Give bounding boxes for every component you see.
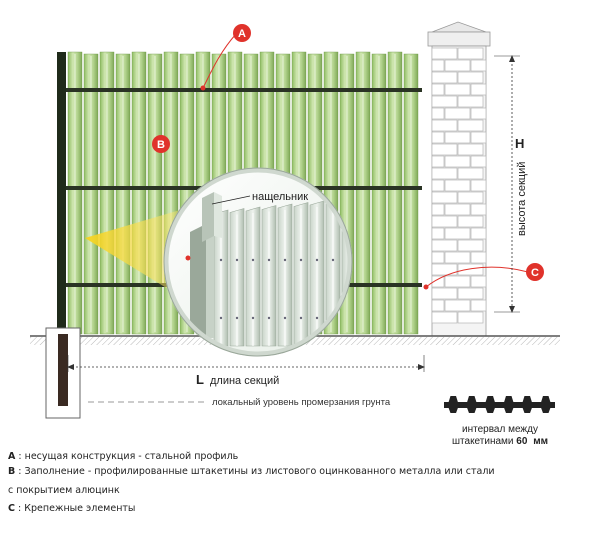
interval-prefix: штакетинами bbox=[452, 436, 513, 447]
length-text: длина секций bbox=[210, 375, 279, 387]
legend-text: с покрытием алюцинк bbox=[8, 485, 120, 496]
marker-b-label: B bbox=[157, 139, 165, 151]
top-rail bbox=[60, 88, 422, 92]
picket-profile bbox=[444, 396, 555, 413]
left-post bbox=[57, 52, 66, 334]
legend-text: : Заполнение - профилированные штакетины… bbox=[18, 466, 495, 477]
brick-pillar bbox=[427, 21, 491, 337]
zoom-lens bbox=[163, 167, 353, 357]
height-text: высота секций bbox=[516, 162, 528, 236]
height-letter: H bbox=[515, 136, 524, 151]
legend-text: : несущая конструкция - стальной профиль bbox=[18, 451, 239, 462]
cover-strip-label: нащельник bbox=[252, 191, 308, 203]
frost-line: локальный уровень промерзания грунта bbox=[88, 397, 391, 408]
length-dimension: L длина секций bbox=[67, 355, 425, 388]
zoom-callout bbox=[85, 210, 186, 300]
legend-letter: В bbox=[8, 466, 16, 477]
legend-item-c: С : Крепежные элементы bbox=[8, 503, 135, 514]
marker-c: C bbox=[423, 263, 544, 290]
interval-unit: мм bbox=[533, 436, 548, 447]
lens-detail-dot bbox=[185, 255, 191, 261]
marker-a-label: A bbox=[238, 28, 246, 40]
frost-line-label: локальный уровень промерзания грунта bbox=[212, 397, 391, 408]
interval-line1: интервал между bbox=[462, 424, 538, 435]
legend-letter: А bbox=[8, 451, 16, 462]
interval-value: 60 bbox=[516, 436, 528, 447]
legend-item-b: В : Заполнение - профилированные штакети… bbox=[8, 466, 495, 477]
marker-b: B bbox=[152, 135, 170, 153]
marker-a: A bbox=[200, 24, 251, 91]
legend-item-a: А : несущая конструкция - стальной профи… bbox=[8, 451, 238, 462]
length-letter: L bbox=[196, 372, 204, 387]
post-foundation bbox=[45, 327, 81, 419]
height-dimension: H высота секций bbox=[494, 55, 528, 313]
interval-line2: штакетинами 60 мм bbox=[452, 436, 548, 447]
legend-item-b-cont: с покрытием алюцинк bbox=[8, 485, 120, 496]
marker-c-label: C bbox=[531, 267, 539, 279]
legend-text: : Крепежные элементы bbox=[18, 503, 136, 514]
legend-letter: С bbox=[8, 503, 15, 514]
